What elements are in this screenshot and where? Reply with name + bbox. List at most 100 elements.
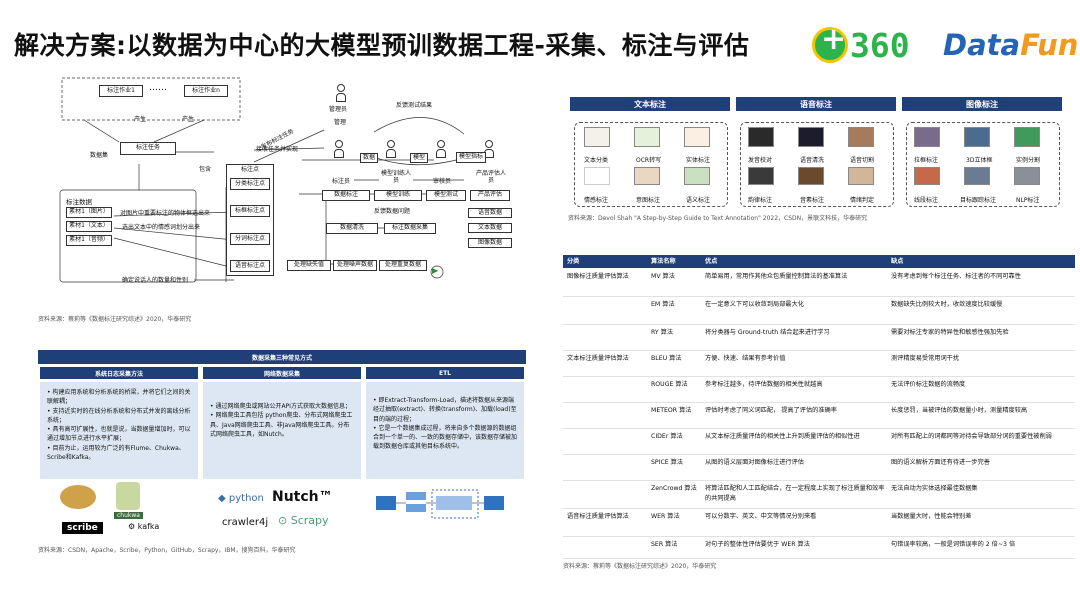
pron-thumb [748, 127, 774, 147]
logo-360-text: 360 [850, 25, 910, 65]
collect-header-log: 系统日志采集方法 [40, 367, 198, 379]
table-row: METEOR 算法评估时考虑了同义词匹配， 提高了评估的准确率长度惩罚，当被评估… [563, 403, 1075, 429]
cell-pros: 从文本标注质量评估的相关性上升到质量评估的相似性进 [705, 433, 860, 440]
chukwa-logo-icon [116, 482, 140, 510]
logo-datafun: DataFun. [943, 28, 1080, 62]
table-row: EM 算法在一定意义下可以收敛到局部最大化数据缺失比例较大时，收敛速度比较缓慢 [563, 297, 1075, 325]
cell-pros: 可以分数字、英文、中文等情况分别来看 [705, 513, 817, 520]
data-collect-box: 标注数据采集 [384, 223, 436, 234]
point-title: 标注点 [240, 166, 259, 173]
model-badge: 模型 [410, 153, 428, 163]
table-row: ROUGE 算法参考标注越多，待评估数据的相关性就越高无法评价标注数据的流畅度 [563, 377, 1075, 403]
log-bullet-4: • 目前为止，运用较为广泛的有Flume、Chukwa、Scribe和Kafka… [47, 444, 185, 462]
instance-thumb [1014, 127, 1040, 147]
cell-cons: 没有考虑到每个标注任务、标注者的不同可靠性 [891, 273, 1021, 280]
nutch-logo: Nutch™ [272, 489, 333, 505]
labeler-label: 标注员 [332, 178, 351, 185]
scribe-logo-text: scribe [62, 522, 103, 534]
header-category: 分类 [567, 258, 580, 265]
store-voice: 语音数据 [468, 208, 512, 218]
sample-audio: 素材1（音频） [66, 235, 112, 246]
table-row: SER 算法对句子的整体性评估要优于 WER 算法句错误率较高，一般是词错误率的… [563, 537, 1075, 559]
image-item-4: 线段标注 [914, 197, 939, 204]
collect-col-etl: • 即Extract-Transform-Load，描述将数据从来源端经过抽取(… [366, 382, 524, 479]
table-source: 资料来源：蔡莉等《数据标注研究综述》2020，华泰研究 [563, 563, 717, 570]
flow-source: 资料来源：蔡莉等《数据标注研究综述》2020，华泰研究 [38, 316, 192, 323]
flow-connectors [59, 77, 465, 283]
ellipsis-text: …… [149, 83, 167, 93]
task-box: 标注任务 [120, 142, 176, 155]
cell-pros: 从图的语义层面对图像标注进行评估 [705, 459, 804, 466]
web-bullet-1-text: 通过网络爬虫或网站公开API方式获取大数据信息； [215, 403, 351, 410]
handle-missing: 处理缺失值 [287, 260, 331, 271]
sentiment-thumb [584, 167, 610, 185]
etl-bullet-2-text: 它是一个数据集成过程，将来自多个数据源的数据组合到一个单一的、一致的数据存储中，… [373, 424, 518, 451]
cell-cons: 无法自动为实体选择最佳数据集 [891, 485, 978, 492]
scrapy-icon: ⊙ [278, 514, 288, 527]
header-algorithm: 算法名称 [651, 258, 676, 265]
python-logo-text: python [228, 493, 264, 504]
image-item-3: 实例分割 [1016, 157, 1041, 164]
cell-algorithm: MV 算法 [651, 273, 675, 280]
store-text: 文本数据 [468, 223, 512, 233]
store-image: 图像数据 [468, 238, 512, 248]
voice-item-1: 发音校对 [748, 157, 773, 164]
cell-algorithm: SER 算法 [651, 541, 678, 548]
contain-label: 包含 [199, 166, 212, 173]
accept-label: 接收任务并实现 [256, 146, 299, 153]
voice-item-3: 语音切割 [850, 157, 875, 164]
intent-thumb [634, 167, 660, 185]
cell-cons: 长度惩罚，当被评估的数据量小时，测量精度较高 [891, 407, 1028, 414]
kafka-logo: ⚙ kafka [128, 522, 159, 531]
data-clean-box: 数据清洗 [326, 223, 378, 234]
handle-duplicate: 处理重复数据 [379, 260, 427, 271]
collect-col-web: • 通过网络爬虫或网站公开API方式获取大数据信息； • 网络爬虫工具包括 py… [203, 382, 361, 479]
cell-category: 文本标注质量评估算法 [567, 355, 629, 362]
track-thumb [964, 167, 990, 185]
cell-cons: 对所有匹配上的词都同等对待会导致部分词的重要性被削弱 [891, 433, 1052, 440]
header-pros: 优点 [705, 258, 718, 265]
image-item-6: NLP标注 [1016, 197, 1040, 204]
phoneme-thumb [798, 167, 824, 185]
entity-thumb [684, 127, 710, 147]
note-text: 选出文本中的情感词划分出来 [122, 224, 201, 231]
cell-algorithm: WER 算法 [651, 513, 680, 520]
cube-thumb [964, 127, 990, 147]
semantic-thumb [684, 167, 710, 185]
anno-source: 资料来源：Devol Shah "A Step-by-Step Guide to… [568, 215, 868, 222]
cell-algorithm: BLEU 算法 [651, 355, 682, 362]
python-icon: ◆ [218, 493, 226, 504]
job1-box: 标注作业1 [99, 85, 143, 97]
voice-annotation-panel [740, 122, 894, 207]
feedback-data-label: 反馈数据问题 [374, 208, 411, 215]
cell-pros: 简单易用，常用作其他众包质量控制算法的基准算法 [705, 273, 848, 280]
cell-algorithm: SPICE 算法 [651, 459, 684, 466]
cell-category: 语音标注质量评估算法 [567, 513, 629, 520]
kafka-logo-text: kafka [137, 522, 160, 531]
cell-pros: 方便、快速、结果有参考价值 [705, 355, 786, 362]
collect-title: 数据采集三种常见方式 [38, 350, 526, 364]
scrapy-logo-text: Scrapy [290, 514, 329, 527]
scrapy-logo: ⊙ Scrapy [278, 514, 329, 527]
produce-label-1: 产生 [134, 116, 147, 123]
cut-thumb [848, 127, 874, 147]
log-bullet-3: • 具有高可扩展性，也就是说，当数据量增加时，可以通过增加节点进行水平扩展； [47, 426, 191, 443]
clean-thumb [798, 127, 824, 147]
cell-category: 图像标注质量评估算法 [567, 273, 629, 280]
log-bullet-1: • 构建应用系统和分析系统的桥梁，并将它们之间的关联解耦； [47, 389, 191, 406]
labeler-person-icon [334, 140, 344, 158]
table-row: SPICE 算法从图的语义层面对图像标注进行评估图的语义解析方面还有待进一步完善 [563, 455, 1075, 481]
cell-pros: 将分类器与 Ground-truth 结合起来进行学习 [705, 329, 830, 336]
cell-pros: 参考标注越多，待评估数据的相关性就越高 [705, 381, 823, 388]
etl-bullet-1-text: 即Extract-Transform-Load，描述将数据从来源端经过抽取(ex… [373, 397, 517, 423]
page-title: 解决方案:以数据为中心的大模型预训数据工程-采集、标注与评估 [14, 31, 750, 60]
cell-algorithm: METEOR 算法 [651, 407, 692, 414]
text-item-6: 语义标注 [686, 197, 711, 204]
voice-item-6: 情绪判定 [850, 197, 875, 204]
360-ball-icon [812, 22, 848, 63]
dataset-label: 数据集 [90, 152, 109, 159]
produce-label-2: 产生 [182, 116, 195, 123]
collect-source: 资料来源：CSDN，Apache，Scribe，Python，GitHub，Sc… [38, 547, 296, 554]
manager-person-icon [336, 84, 346, 102]
point-voice: 语音标注点 [230, 260, 270, 272]
